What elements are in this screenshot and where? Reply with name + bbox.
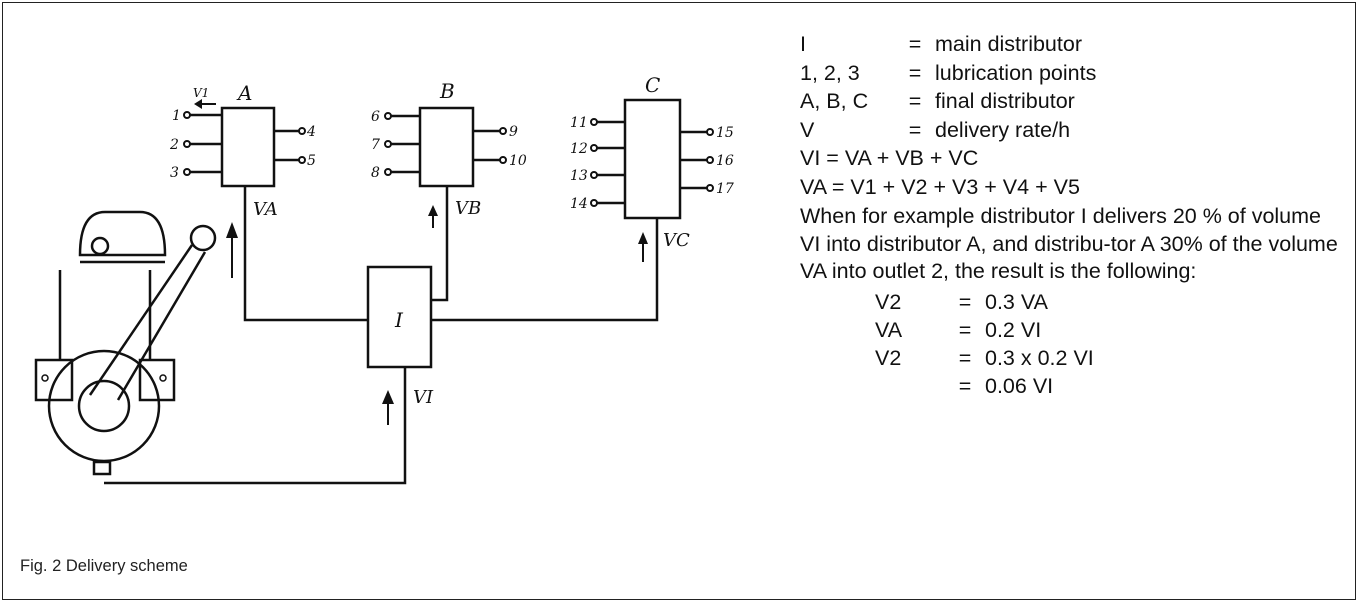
definition-equals: = [908, 60, 922, 85]
outlet-number: 10 [509, 153, 527, 169]
pump-icon [34, 210, 217, 476]
distributor-c-box [623, 98, 682, 220]
definition-equals: = [908, 89, 922, 113]
definition-symbol: I [800, 32, 806, 56]
definition-row: A, B, C = final distributor [800, 87, 1340, 116]
flow-label-vb: VB [455, 198, 481, 219]
outlet-number: 1 [172, 108, 181, 124]
formula-total: VI = VA + VB + VC [800, 146, 979, 170]
calculation-equals: = [958, 345, 972, 370]
outlet-number: 12 [570, 141, 588, 157]
outlet-number: 13 [570, 168, 588, 184]
calculation-block: V2 = 0.3 VA VA = 0.2 VI V2 = 0.3 x 0.2 V… [875, 288, 1340, 400]
calculation-right: 0.2 VI [985, 317, 1042, 342]
flow-label-v1: V1 [193, 86, 209, 100]
outlet-number: 5 [307, 153, 316, 169]
outlet-number: 9 [509, 124, 518, 140]
calculation-equals: = [958, 317, 972, 342]
figure-caption: Fig. 2 Delivery scheme [20, 557, 188, 575]
calculation-left: VA [875, 317, 903, 342]
outlet-number: 2 [169, 137, 179, 153]
calculation-right: 0.06 VI [985, 373, 1054, 398]
definition-text: final distributor [935, 89, 1075, 113]
delivery-scheme-diagram: A B C I VA VB VC VI V1 1 2 3 4 5 6 7 8 9… [34, 73, 734, 485]
formula-distributor-a: VA = V1 + V2 + V3 + V4 + V5 [800, 174, 1080, 199]
example-paragraph: When for example distributor I delivers … [800, 204, 1338, 283]
flow-label-vi: VI [413, 387, 434, 408]
calculation-left: V2 [875, 289, 902, 314]
outlet-number: 15 [716, 125, 734, 141]
outlet-number: 16 [716, 153, 734, 169]
calculation-row: V2 = 0.3 x 0.2 VI [875, 344, 1340, 372]
definition-equals: = [908, 117, 922, 142]
calculation-left [875, 372, 945, 400]
outlet-number: 8 [371, 165, 380, 181]
calculation-row: = 0.06 VI [875, 372, 1340, 400]
flow-label-va: VA [253, 199, 278, 220]
definition-symbol: 1, 2, 3 [800, 60, 860, 85]
calculation-row: VA = 0.2 VI [875, 316, 1340, 344]
definition-symbol: A, B, C [800, 89, 869, 113]
outlet-number: 6 [371, 109, 380, 125]
main-distributor-box [366, 265, 433, 369]
definition-text: lubrication points [935, 60, 1097, 85]
calculation-row: V2 = 0.3 VA [875, 288, 1340, 316]
definition-text: delivery rate/h [935, 117, 1071, 142]
calculation-equals: = [958, 289, 972, 314]
outlet-number: 4 [306, 124, 316, 140]
definition-row: I = main distributor [800, 30, 1340, 59]
flow-label-vc: VC [663, 230, 690, 251]
calculation-right: 0.3 VA [985, 289, 1048, 314]
distributor-c-label: C [645, 73, 660, 97]
calculation-right: 0.3 x 0.2 VI [985, 345, 1094, 370]
definition-row: 1, 2, 3 = lubrication points [800, 59, 1340, 88]
distributor-b-box [418, 106, 475, 188]
outlet-number: 3 [170, 165, 179, 181]
calculation-left: V2 [875, 345, 902, 370]
definition-text: main distributor [935, 32, 1082, 56]
definition-symbol: V [800, 117, 815, 142]
definition-row: V = delivery rate/h [800, 116, 1340, 145]
distributor-a-label: A [236, 81, 252, 105]
legend-panel: I = main distributor 1, 2, 3 = lubricati… [800, 30, 1340, 400]
outlet-number: 11 [570, 115, 588, 131]
definition-equals: = [908, 32, 922, 56]
distributor-b-label: B [439, 79, 455, 103]
calculation-equals: = [958, 373, 972, 398]
distributor-a-box [220, 106, 276, 188]
main-distributor-label: I [394, 308, 404, 332]
outlet-number: 17 [716, 181, 734, 197]
outlet-number: 14 [570, 196, 588, 212]
outlet-number: 7 [371, 137, 380, 153]
